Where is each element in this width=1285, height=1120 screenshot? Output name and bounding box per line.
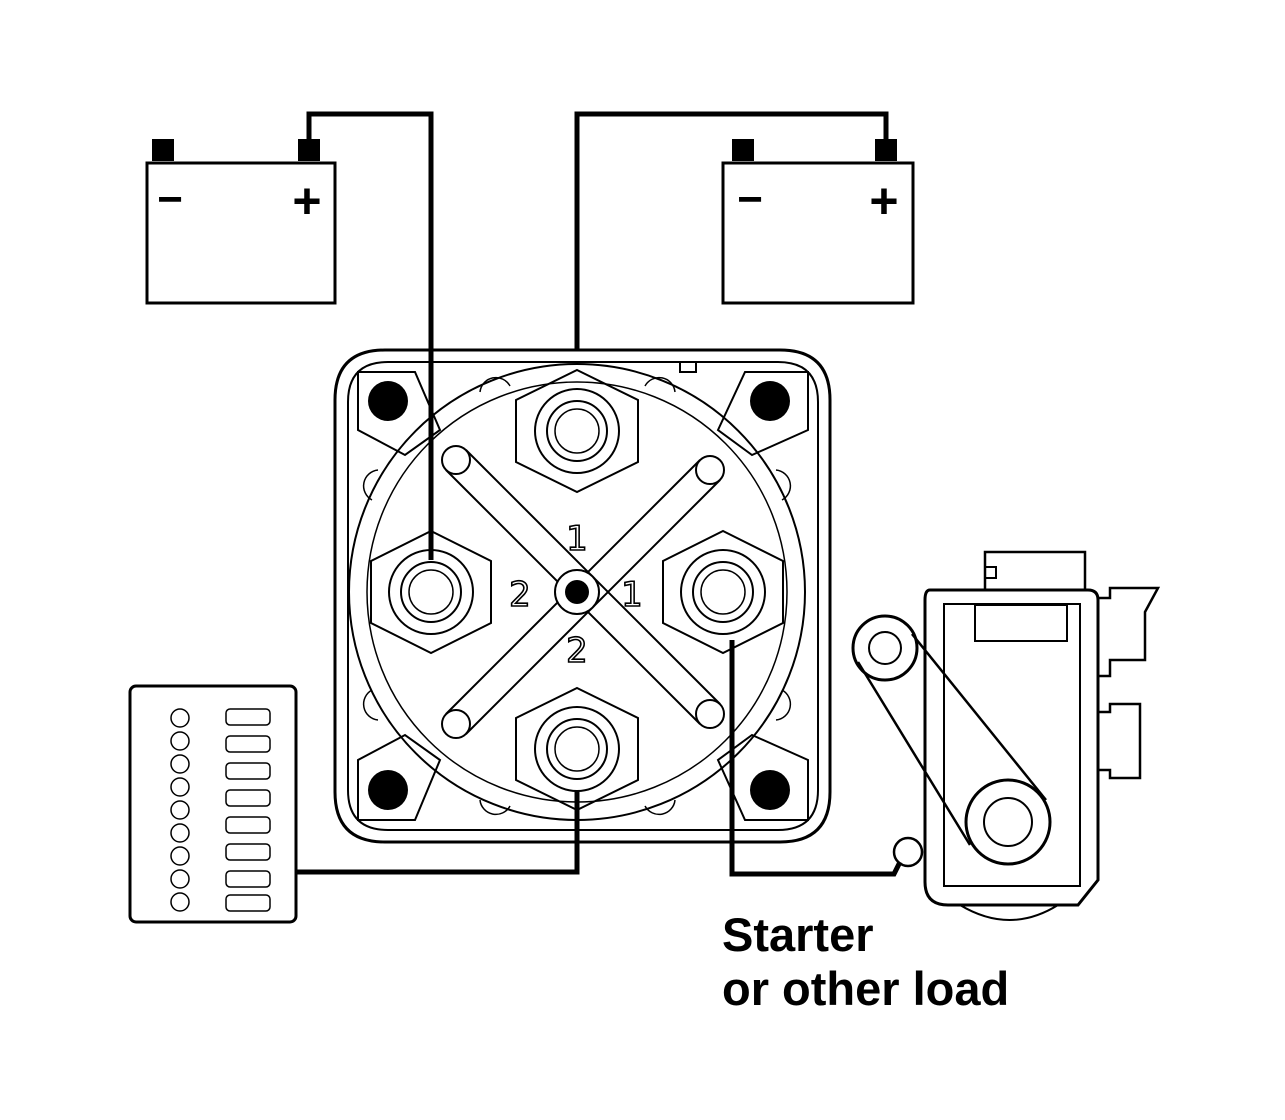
battery-left-negative-terminal	[152, 139, 174, 161]
panel-body	[128, 684, 298, 924]
switch-post-bottom	[515, 686, 639, 812]
caption-line-2: or other load	[722, 962, 1010, 1015]
switch-post-left	[370, 529, 492, 655]
switch-post-right	[662, 529, 784, 655]
starter-label-plate	[974, 604, 1068, 642]
caption-line-1: Starter	[722, 908, 874, 961]
switch-center-hub	[565, 580, 589, 604]
starter-motor	[851, 550, 1161, 921]
starter-top-housing	[983, 550, 1087, 590]
battery-right-minus-sign: −	[737, 175, 763, 224]
battery-left-positive-terminal	[298, 139, 320, 161]
battery-right-negative-terminal	[732, 139, 754, 161]
starter-solenoid-tab	[1098, 586, 1161, 678]
mount-hole-top-left	[368, 381, 408, 421]
switch-mount-bottom-left	[357, 733, 442, 821]
mount-hole-bottom-left	[368, 770, 408, 810]
wire-post-1-right-to-starter	[729, 640, 903, 877]
switch-label-right: 1	[621, 575, 643, 615]
switch-mount-bottom-right	[716, 733, 809, 821]
panel-breakers	[225, 708, 271, 912]
battery-right-positive-terminal	[875, 139, 897, 161]
switch-post-top	[515, 368, 639, 494]
switch-mount-top-left	[357, 371, 442, 457]
switch-housing-inner	[347, 361, 819, 831]
switch-label-top: 1	[566, 519, 588, 559]
panel-indicators	[170, 708, 190, 912]
starter-inner-panel	[943, 603, 1081, 887]
starter-connector-tab	[1098, 702, 1142, 780]
wiring	[296, 111, 903, 877]
wire-post-2-bottom-to-panel	[296, 790, 580, 875]
mount-hole-top-right	[750, 381, 790, 421]
mount-hole-bottom-right	[750, 770, 790, 810]
switch-notch	[679, 362, 697, 373]
starter-pulley-lower	[964, 778, 1052, 866]
switch-label-left: 2	[509, 575, 531, 615]
switch-label-bottom: 2	[566, 631, 588, 671]
distribution-panel	[128, 684, 298, 924]
switch-mount-top-right	[716, 371, 809, 457]
battery-switch: 1 2 2 1	[333, 348, 832, 844]
battery-right: − +	[721, 139, 915, 305]
battery-left-minus-sign: −	[157, 175, 183, 224]
starter-top-tab	[985, 566, 997, 579]
wire-battery-right-to-post-1-top	[574, 111, 889, 350]
battery-right-body	[721, 161, 915, 305]
battery-right-plus-sign: +	[869, 173, 898, 229]
starter-belt-left	[856, 661, 972, 846]
starter-nose	[959, 904, 1059, 921]
battery-left-plus-sign: +	[292, 173, 321, 229]
battery-left: − +	[145, 139, 337, 305]
switch-housing	[333, 348, 832, 844]
starter-pulley-upper	[851, 614, 919, 682]
switch-scallops	[362, 376, 792, 816]
starter-body	[923, 588, 1100, 907]
wire-battery-left-to-post-2-left	[306, 111, 434, 560]
starter-terminal-stud	[892, 836, 924, 868]
starter-belt-right	[911, 633, 1047, 801]
